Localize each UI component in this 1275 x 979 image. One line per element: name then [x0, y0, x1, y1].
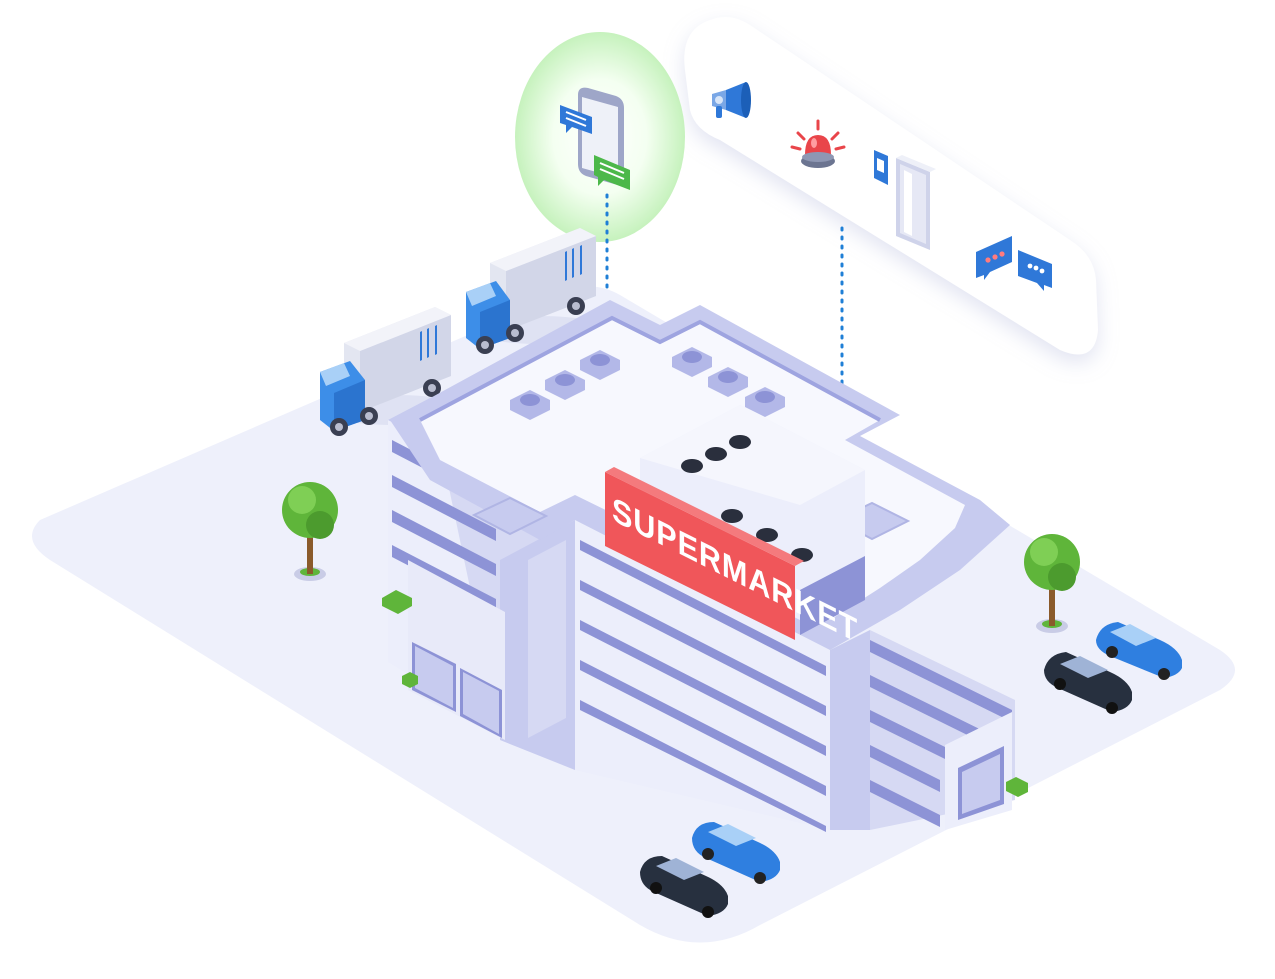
- supermarket-building: SUPERMARKET: [388, 300, 1015, 832]
- smartphone-messages-icon: [560, 87, 630, 190]
- car: [1096, 622, 1182, 680]
- tree: [282, 482, 338, 581]
- megaphone-icon: [712, 82, 751, 118]
- car: [640, 856, 728, 918]
- bush: [402, 672, 418, 688]
- roof-vents: [510, 347, 785, 420]
- delivery-truck: [320, 307, 470, 436]
- emergency-exit-icon: [874, 150, 936, 250]
- car: [692, 822, 780, 884]
- bush: [382, 590, 412, 614]
- delivery-truck: [466, 228, 610, 354]
- tree: [1024, 534, 1080, 633]
- chat-bubbles-icon: [976, 236, 1052, 291]
- alert-panel: [684, 16, 1098, 355]
- car: [1044, 652, 1132, 714]
- alarm-light-icon: [790, 119, 846, 168]
- bush: [1006, 777, 1028, 797]
